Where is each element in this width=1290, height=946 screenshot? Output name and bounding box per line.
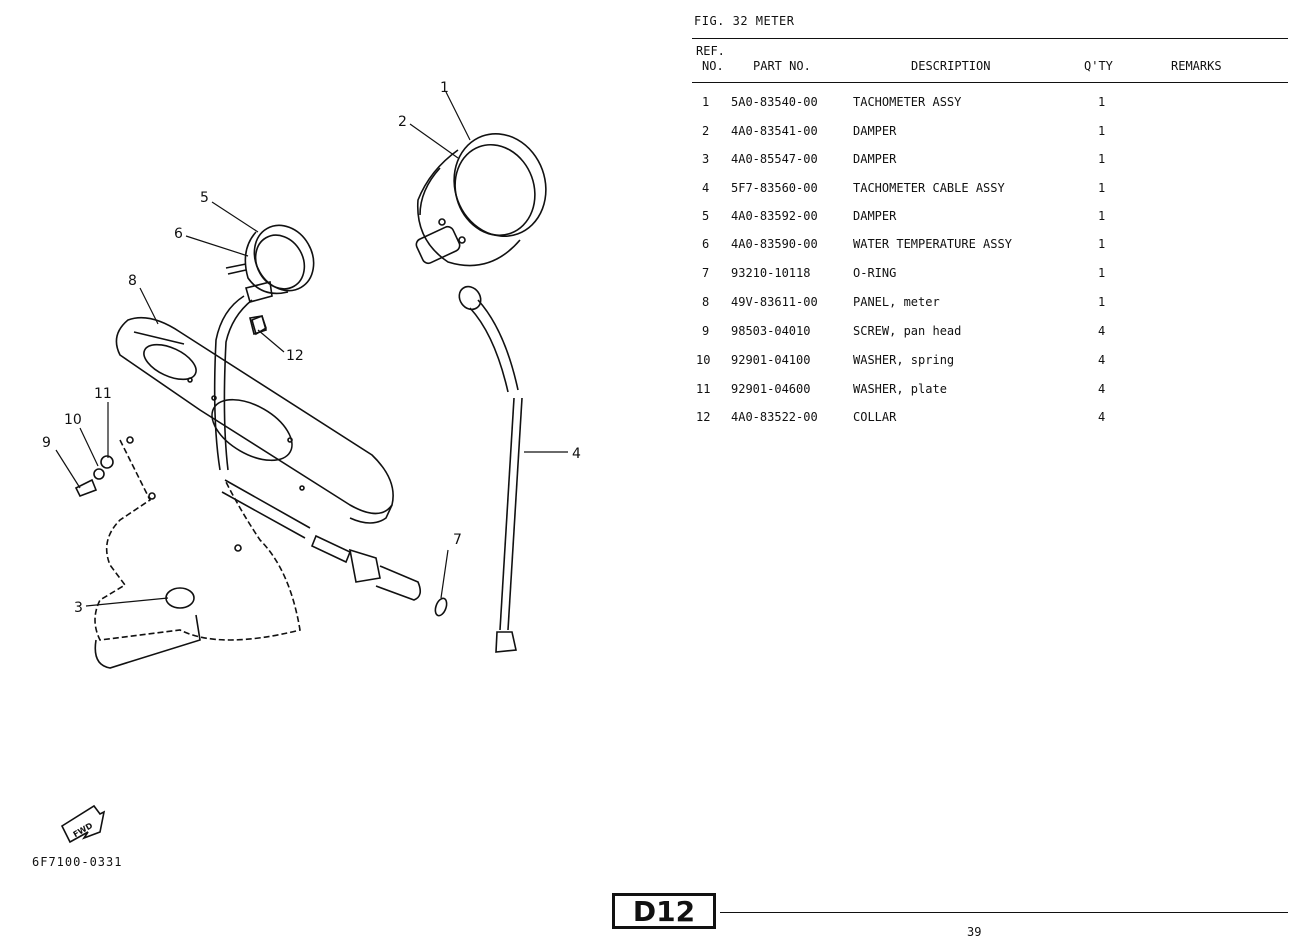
row-ref: 4 — [702, 181, 710, 195]
footer-rule — [720, 912, 1288, 913]
row-part-no: 4A0-83590-00 — [731, 237, 818, 251]
damper-drawing — [165, 587, 195, 609]
callout-1: 1 — [440, 80, 449, 96]
header-remarks: REMARKS — [1171, 59, 1222, 73]
fwd-arrow-icon — [60, 804, 106, 844]
row-ref: 11 — [696, 382, 711, 396]
figure-title: FIG. 32 METER — [694, 14, 795, 28]
row-qty: 1 — [1098, 295, 1106, 309]
row-part-no: 98503-04010 — [731, 324, 811, 338]
row-ref: 7 — [702, 266, 710, 280]
row-qty: 4 — [1098, 353, 1106, 367]
section-badge: D12 — [612, 893, 716, 929]
header-ref-line2: NO. — [702, 59, 724, 73]
header-part-no: PART NO. — [753, 59, 811, 73]
tachometer-drawing — [415, 132, 547, 267]
row-ref: 3 — [702, 152, 710, 166]
fwd-label: FWD — [72, 821, 95, 839]
temperature-sender-drawing — [310, 534, 422, 601]
row-part-no: 49V-83611-00 — [731, 295, 818, 309]
row-part-no: 5F7-83560-00 — [731, 181, 818, 195]
meter-panel-drawing — [115, 316, 394, 524]
header-qty: Q'TY — [1084, 59, 1113, 73]
row-description: DAMPER — [853, 124, 897, 138]
row-description: PANEL, meter — [853, 295, 940, 309]
row-qty: 1 — [1098, 124, 1106, 138]
callout-5: 5 — [200, 190, 209, 206]
callout-3: 3 — [74, 600, 83, 616]
row-ref: 1 — [702, 95, 710, 109]
callout-11: 11 — [94, 386, 112, 402]
row-part-no: 4A0-83541-00 — [731, 124, 818, 138]
row-qty: 1 — [1098, 95, 1106, 109]
row-part-no: 4A0-83522-00 — [731, 410, 818, 424]
row-part-no: 92901-04600 — [731, 382, 811, 396]
row-description: SCREW, pan head — [853, 324, 962, 338]
row-part-no: 4A0-83592-00 — [731, 209, 818, 223]
row-part-no: 93210-10118 — [731, 266, 811, 280]
row-ref: 5 — [702, 209, 710, 223]
header-ref-line1: REF. — [696, 44, 725, 58]
row-ref: 2 — [702, 124, 710, 138]
row-description: WASHER, spring — [853, 353, 955, 367]
tachometer-cable-drawing — [458, 285, 523, 653]
row-description: DAMPER — [853, 209, 897, 223]
callout-2: 2 — [398, 114, 407, 130]
exploded-parts-diagram: 1 2 3 4 5 6 7 8 9 10 11 12 FWD — [42, 80, 581, 844]
fasteners-drawing — [74, 455, 114, 498]
row-description: WASHER, plate — [853, 382, 947, 396]
row-description: COLLAR — [853, 410, 897, 424]
row-qty: 1 — [1098, 237, 1106, 251]
drawing-code: 6F7100-0331 — [32, 855, 123, 869]
row-ref: 6 — [702, 237, 710, 251]
collar-drawing — [249, 315, 267, 336]
callout-4: 4 — [572, 446, 581, 462]
row-description: TACHOMETER CABLE ASSY — [853, 181, 1005, 195]
row-qty: 1 — [1098, 181, 1106, 195]
callout-8: 8 — [128, 273, 137, 289]
water-temperature-gauge-drawing — [213, 224, 315, 471]
callout-10: 10 — [64, 412, 82, 428]
row-qty: 4 — [1098, 410, 1106, 424]
callout-7: 7 — [453, 532, 462, 548]
row-description: DAMPER — [853, 152, 897, 166]
callout-6: 6 — [174, 226, 183, 242]
row-description: O-RING — [853, 266, 897, 280]
row-part-no: 92901-04100 — [731, 353, 811, 367]
row-ref: 9 — [702, 324, 710, 338]
row-qty: 1 — [1098, 266, 1106, 280]
row-ref: 12 — [696, 410, 711, 424]
bracket-drawing — [94, 436, 311, 669]
row-part-no: 5A0-83540-00 — [731, 95, 818, 109]
callout-9: 9 — [42, 435, 51, 451]
callout-12: 12 — [286, 348, 304, 364]
row-description: TACHOMETER ASSY — [853, 95, 962, 109]
header-description: DESCRIPTION — [911, 59, 991, 73]
row-qty: 1 — [1098, 152, 1106, 166]
o-ring-drawing — [434, 597, 448, 617]
row-qty: 4 — [1098, 324, 1106, 338]
row-qty: 1 — [1098, 209, 1106, 223]
row-part-no: 4A0-85547-00 — [731, 152, 818, 166]
table-top-rule — [692, 38, 1288, 39]
row-qty: 4 — [1098, 382, 1106, 396]
row-description: WATER TEMPERATURE ASSY — [853, 237, 1012, 251]
page-number: 39 — [967, 925, 982, 939]
row-ref: 10 — [696, 353, 711, 367]
row-ref: 8 — [702, 295, 710, 309]
table-header-rule — [692, 82, 1288, 83]
